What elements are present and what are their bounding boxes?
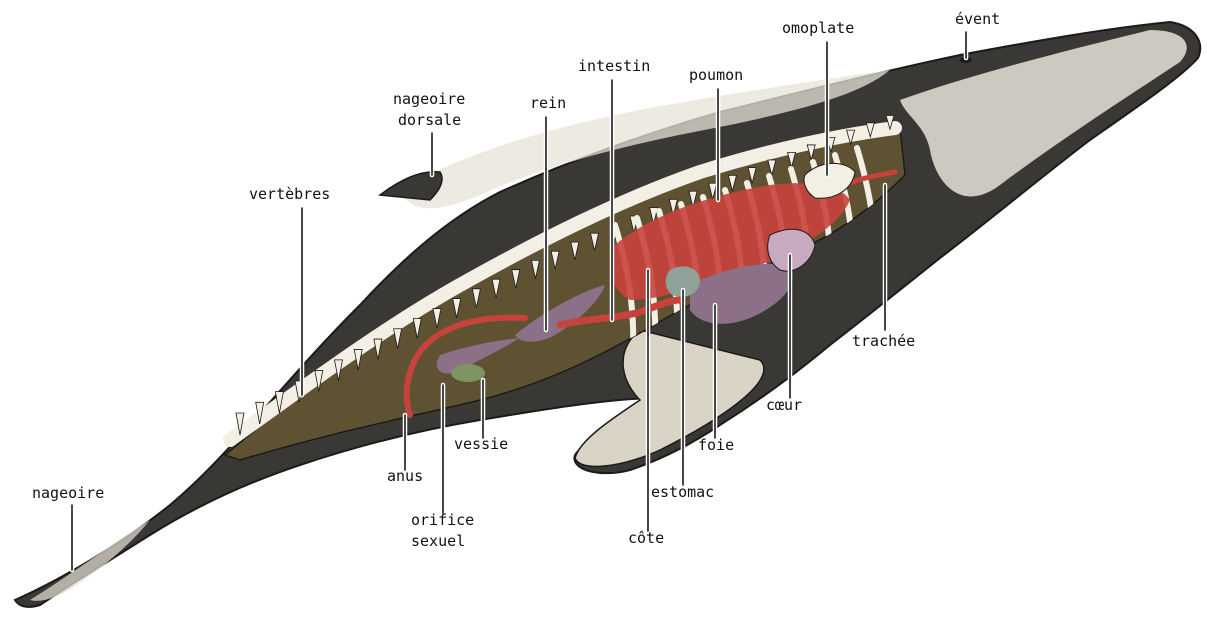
label-event: évent [955, 10, 1000, 28]
label-intestin: intestin [578, 57, 650, 75]
label-orifice-sexuel-2: sexuel [411, 532, 465, 550]
label-estomac: estomac [651, 483, 714, 501]
label-vessie: vessie [454, 435, 508, 453]
label-trachee: trachée [852, 332, 915, 350]
tail-highlight [30, 520, 150, 601]
label-omoplate: omoplate [782, 19, 854, 37]
label-nageoire-dorsale-2: dorsale [398, 111, 461, 129]
label-anus: anus [387, 467, 423, 485]
label-coeur: cœur [766, 396, 802, 414]
label-cote: côte [628, 529, 664, 547]
label-foie: foie [698, 436, 734, 454]
bladder-organ [451, 364, 485, 382]
label-vertebres: vertèbres [249, 185, 330, 203]
label-rein: rein [530, 94, 566, 112]
label-poumon: poumon [689, 66, 743, 84]
label-nageoire: nageoire [32, 484, 104, 502]
label-nageoire-dorsale-1: nageoire [393, 90, 465, 108]
label-orifice-sexuel-1: orifice [411, 511, 474, 529]
